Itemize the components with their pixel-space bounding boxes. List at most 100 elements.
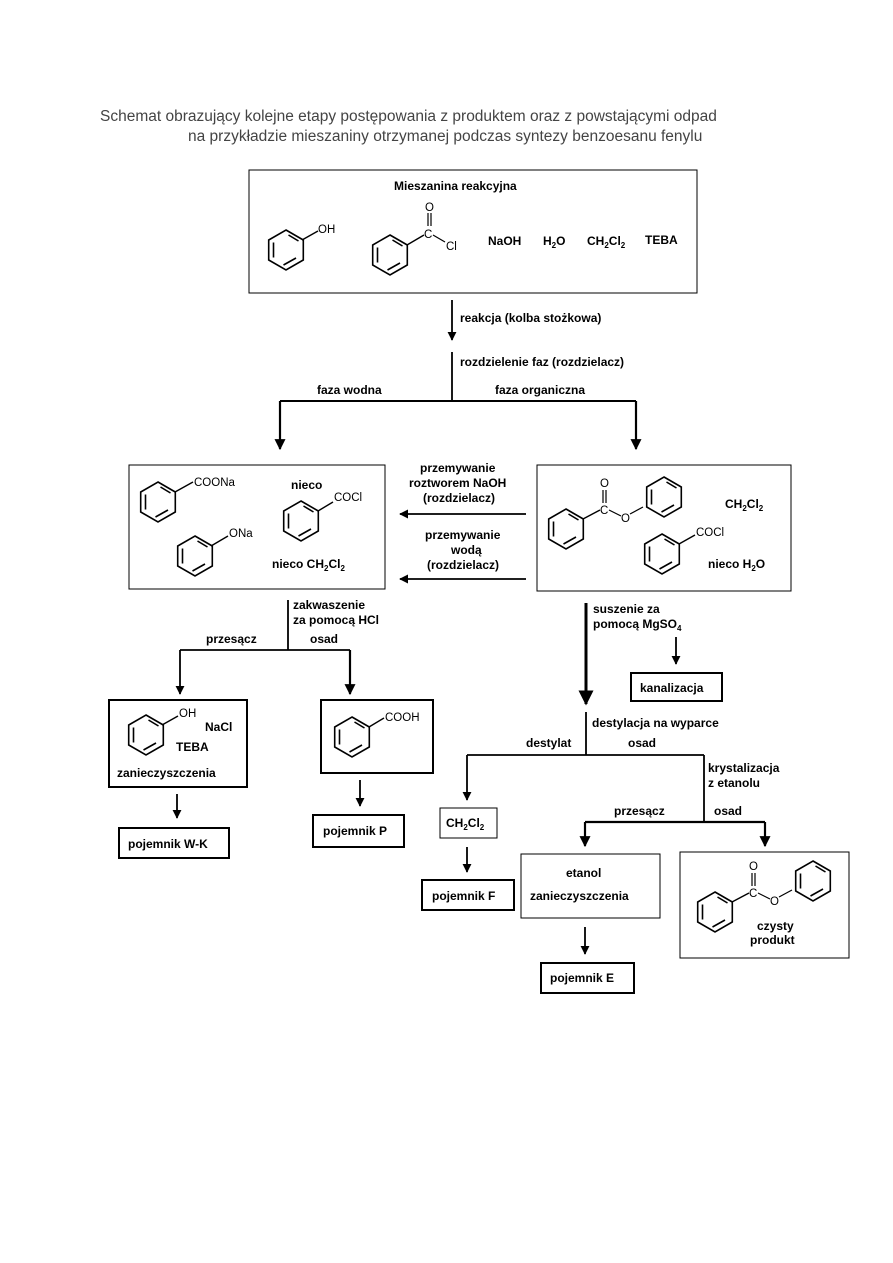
organic-label: faza organiczna: [495, 383, 585, 397]
filtrate2-label: przesącz: [614, 804, 665, 818]
phenol-box-teba: TEBA: [176, 740, 209, 754]
title-line-2: na przykładzie mieszaniny otrzymanej pod…: [188, 128, 703, 145]
product-1: czysty: [757, 919, 794, 933]
dcm-cl: Cl: [609, 234, 621, 248]
separation-label: rozdzielenie faz (rozdzielacz): [460, 355, 624, 369]
acyl-cl: Cl: [446, 241, 457, 253]
wash-naoh-3: (rozdzielacz): [423, 491, 495, 505]
dcm-sub2: 2: [621, 241, 626, 250]
dcm-box-ch: CH: [446, 816, 463, 830]
phenol-oh: OH: [318, 224, 335, 236]
container-p-box: [312, 814, 405, 848]
ethanol-1: etanol: [566, 866, 601, 880]
org-dcm-s2: 2: [759, 504, 764, 513]
aq-dcm-ch: nieco CH: [272, 557, 324, 571]
aqueous-label: faza wodna: [317, 383, 382, 397]
phenol-box-imp: zanieczyszczenia: [117, 766, 216, 780]
sodium-benzoate-structure: COONa: [139, 477, 236, 523]
benzoyl-chloride-structure: C O Cl: [371, 202, 457, 276]
wash-naoh-2: roztworem NaOH: [409, 476, 506, 490]
org-h2o-o: O: [756, 557, 765, 571]
sodium-phenolate-structure: ONa: [176, 528, 253, 577]
product-c: C: [749, 888, 757, 900]
acidify-1: zakwaszenie: [293, 598, 365, 612]
wash-water-1: przemywanie: [425, 528, 501, 542]
container-e-box: [540, 962, 635, 994]
ester-c: C: [600, 505, 608, 517]
ester-o1: O: [600, 478, 609, 490]
aqueous-nieco: nieco: [291, 478, 322, 492]
product-o2: O: [770, 896, 779, 908]
container-f-box: [421, 879, 515, 911]
dcm-box-s1: 2: [463, 823, 468, 832]
aq-dcm-s2: 2: [340, 564, 345, 573]
sewer-label: kanalizacja: [640, 681, 704, 695]
org-dcm-ch: CH: [725, 497, 742, 511]
precipitate2-label: osad: [714, 804, 742, 818]
phenol-waste-structure: OH: [127, 708, 196, 756]
cryst-1: krystalizacja: [708, 761, 780, 775]
drying-1: suszenie za: [593, 602, 660, 616]
pure-product-box: [679, 851, 850, 959]
ona-label: ONa: [229, 528, 253, 540]
container-f: pojemnik F: [432, 889, 495, 903]
h2o-label: H2O: [543, 234, 565, 250]
coona-label: COONa: [194, 477, 236, 489]
product-o1: O: [749, 861, 758, 873]
sewer-box: [630, 672, 723, 702]
wash-naoh-1: przemywanie: [420, 461, 496, 475]
container-wk-box: [118, 827, 230, 859]
ethanol-2: zanieczyszczenia: [530, 889, 629, 903]
precipitate-label: osad: [310, 632, 338, 646]
organic-nieco-h2o: nieco H2O: [708, 557, 765, 573]
dcm-sub1: 2: [604, 241, 609, 250]
page-title: Schemat obrazujący kolejne etapy postępo…: [100, 107, 880, 147]
org-h2o-sub: 2: [751, 564, 756, 573]
dcm-label: CH2Cl2: [587, 234, 626, 250]
reaction-label: reakcja (kolba stożkowa): [460, 311, 601, 325]
benzoic-acid-box: [320, 699, 434, 774]
reaction-mixture-box: [248, 169, 698, 294]
benzoic-acid-structure: COOH: [333, 712, 420, 758]
product-2: produkt: [750, 933, 795, 947]
acyl-c: C: [424, 229, 432, 241]
ester-o2: O: [621, 513, 630, 525]
distillate-label: destylat: [526, 736, 571, 750]
organic-phase-box: [536, 464, 792, 592]
wash-water-3: (rozdzielacz): [427, 558, 499, 572]
wash-water-2: wodą: [450, 543, 482, 557]
cryst-2: z etanolu: [708, 776, 760, 790]
pure-product-structure: C O O: [696, 860, 832, 933]
teba-label: TEBA: [645, 233, 678, 247]
aqueous-cocl: COCl: [334, 492, 362, 504]
phenol-waste-box: [108, 699, 248, 788]
drying-2-main: pomocą MgSO: [593, 617, 677, 631]
residue-label: osad: [628, 736, 656, 750]
dcm-ch: CH: [587, 234, 604, 248]
aqueous-nieco-dcm: nieco CH2Cl2: [272, 557, 345, 573]
phenol-structure: OH: [267, 224, 335, 271]
aq-dcm-s1: 2: [324, 564, 329, 573]
organic-benzoyl-chloride: COCl: [643, 527, 724, 575]
h2o-o: O: [556, 234, 565, 248]
dcm-box: [439, 807, 498, 839]
filtrate-label: przesącz: [206, 632, 257, 646]
container-p: pojemnik P: [323, 824, 387, 838]
h2o-sub: 2: [552, 241, 557, 250]
dcm-box-s2: 2: [480, 823, 485, 832]
phenol-box-oh: OH: [179, 708, 196, 720]
h2o-h: H: [543, 234, 552, 248]
reaction-mixture-title: Mieszanina reakcyjna: [394, 179, 517, 193]
naoh-label: NaOH: [488, 234, 521, 248]
aq-dcm-cl: Cl: [328, 557, 340, 571]
acidify-2: za pomocą HCl: [293, 613, 379, 627]
aqueous-benzoyl-chloride: COCl: [282, 492, 362, 542]
phenol-box-nacl: NaCl: [205, 720, 232, 734]
dcm-box-cl: Cl: [468, 816, 480, 830]
dcm-box-label: CH2Cl2: [446, 816, 485, 832]
acyl-o: O: [425, 202, 434, 214]
drying-sub: 4: [677, 624, 682, 633]
distill-label: destylacja na wyparce: [592, 716, 719, 730]
org-h2o-h: nieco H: [708, 557, 751, 571]
